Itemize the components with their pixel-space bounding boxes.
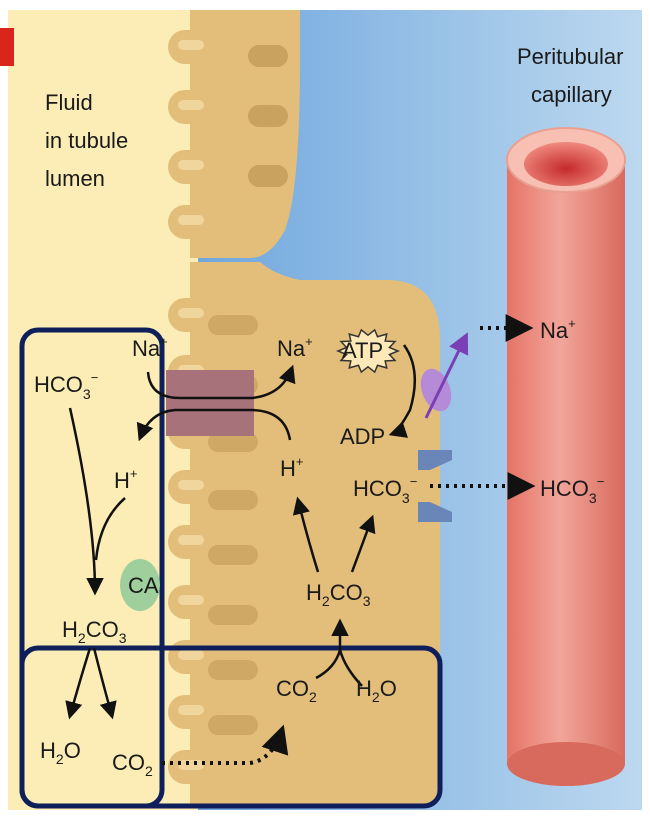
h-secretion-arrow (136, 408, 292, 442)
cell-hco3-label: HCO3− (353, 474, 417, 506)
microvillus-highlight (178, 100, 204, 110)
microvillus-highlight (178, 160, 204, 170)
blood-hco3-label: HCO3− (540, 474, 604, 506)
cell-na-label: Na+ (277, 334, 313, 361)
cell-fold (248, 105, 288, 127)
microvillus-highlight (178, 650, 204, 660)
lumen-h2o-label: H2O (40, 738, 81, 767)
h-join-arrow (94, 497, 126, 561)
hco3-to-h2co3-arrow (68, 407, 104, 596)
lumen-na-label: Na+ (132, 334, 168, 361)
dotted-arrows (162, 314, 536, 765)
microvillus-highlight (178, 760, 204, 770)
cell-fold (208, 545, 258, 565)
fluid-label-2: in tubule (45, 128, 128, 153)
to-h2o-arrow (65, 647, 92, 720)
carbonic-anhydrase (120, 559, 160, 611)
cell-fold (208, 490, 258, 510)
cell-fold (208, 715, 258, 735)
microvillus-highlight (178, 535, 204, 545)
atp-label: ATP (342, 338, 383, 363)
cell-fold (248, 165, 288, 187)
microvillus-highlight (178, 705, 204, 715)
cell-fold (208, 605, 258, 625)
co2-diffusion-arrow (162, 724, 289, 765)
adp-label: ADP (340, 424, 385, 449)
na-h-exchanger (166, 370, 254, 436)
microvillus-highlight (178, 595, 204, 605)
upper-tubule-cell (190, 10, 300, 258)
cell-co2-label: CO2 (276, 676, 317, 705)
na-uptake-arrow (146, 364, 296, 400)
corner-tab (0, 28, 14, 66)
cell-fold (248, 45, 288, 67)
ca-label: CA (128, 573, 159, 598)
capillary-label-2: capillary (531, 82, 612, 107)
fluid-label-1: Fluid (45, 90, 93, 115)
cell-to-hco3-arrow (350, 514, 376, 573)
reaction-arrows (65, 344, 416, 720)
cell-fold (208, 315, 258, 335)
capillary-label-1: Peritubular (517, 44, 623, 69)
lumen-h2co3-label: H2CO3 (62, 617, 127, 646)
co2-highlight-box (19, 645, 443, 809)
cell-to-h-arrow (292, 496, 320, 573)
microvillus-highlight (178, 308, 204, 318)
cell-fold (208, 660, 258, 680)
pump-arrow (424, 332, 469, 419)
cell-h2co3-label: H2CO3 (306, 580, 371, 609)
cell-h-label: H+ (280, 454, 303, 481)
lumen-hco3-label: HCO3− (34, 370, 98, 402)
microvillus-highlight (178, 480, 204, 490)
cell-fold (208, 432, 258, 452)
fluid-label-3: lumen (45, 166, 105, 191)
microvillus-highlight (178, 40, 204, 50)
blood-na-label: Na+ (540, 316, 576, 343)
peritubular-capillary (506, 127, 626, 786)
hco3-channel (418, 450, 452, 522)
atp-starburst (336, 328, 400, 374)
microvillus-highlight (178, 215, 204, 225)
lumen-h-label: H+ (114, 466, 137, 493)
cell-h2o-label: H2O (356, 676, 397, 705)
atp-to-adp-arrow (388, 344, 416, 438)
to-co2-arrow (92, 647, 117, 720)
lumen-co2-label: CO2 (112, 750, 153, 779)
